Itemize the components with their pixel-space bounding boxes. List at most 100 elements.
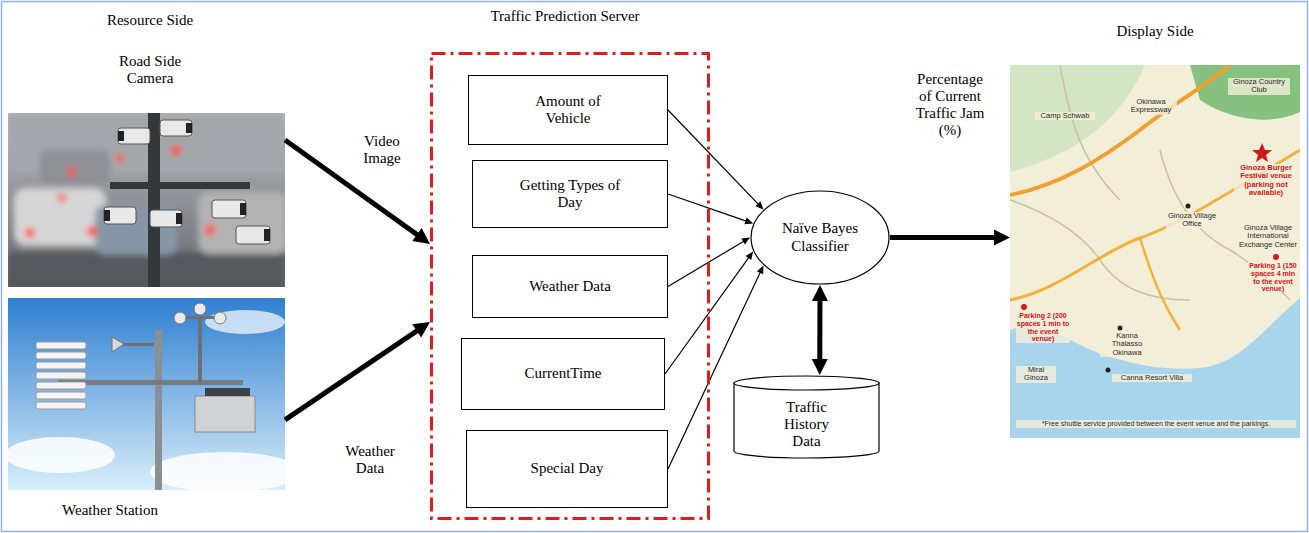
camera-photo-part (176, 213, 182, 224)
connector-label: Weather Data (332, 443, 408, 478)
weather-station-node: Weather Station (8, 298, 285, 490)
camera-photo-part (212, 200, 246, 218)
camera-photo-part (160, 120, 192, 136)
map-label: Mirai Ginoza (1016, 366, 1056, 383)
area-map-part (1021, 304, 1027, 310)
dashed-group-border (432, 54, 709, 519)
camera-photo (8, 113, 285, 287)
section-heading: Weather Station (50, 502, 170, 519)
classifier-ellipse: Naïve Bayes Classifier (750, 190, 890, 285)
section-heading: Display Side (1095, 23, 1215, 40)
weather-station-photo-part (36, 392, 86, 399)
map-label: Ginoza Village Office (1166, 212, 1218, 229)
weather-station-photo-part (155, 330, 162, 490)
process-box: Weather Data (472, 255, 668, 318)
process-box: Amount of Vehicle (468, 75, 668, 145)
weather-station-photo-part (112, 337, 124, 352)
camera-photo-part (104, 207, 136, 224)
cylinder-body (734, 383, 879, 458)
database-cylinder: Traffic History Data (733, 375, 880, 460)
node-text: Naïve Bayes Classifier (774, 220, 866, 255)
camera-photo-part-part (25, 228, 35, 238)
node-text: Amount of Vehicle (512, 93, 624, 128)
arrowhead (994, 230, 1010, 246)
camera-photo-part (240, 203, 246, 215)
camera-photo-part (236, 226, 270, 244)
camera-photo-part-part (40, 150, 110, 186)
section-heading: Traffic Prediction Server (475, 8, 655, 25)
camera-photo-part-part (14, 188, 106, 246)
camera-node: Road Side Camera (8, 113, 285, 287)
node-text: Special Day (531, 460, 604, 477)
connector-line (665, 257, 749, 374)
arrowhead (744, 218, 753, 225)
node-text: Traffic History Data (771, 399, 843, 451)
area-map-part (1273, 254, 1279, 260)
thick-arrow (812, 285, 828, 375)
node-text: Getting Types of Day (514, 177, 626, 212)
camera-photo-part (110, 182, 250, 189)
area-map-part (1252, 143, 1272, 162)
map-label: Ginoza Country Club (1228, 78, 1290, 95)
process-box: CurrentTime (461, 338, 665, 410)
weather-station-photo-part (36, 362, 86, 369)
camera-photo-part (118, 131, 124, 141)
cylinder-cap (734, 376, 879, 390)
thin-arrow (668, 110, 763, 210)
map-label: Parking 1 (150 spaces 4 min to the event… (1248, 262, 1298, 293)
map-label: Kanna Thalasso Okinawa (1100, 332, 1154, 357)
weather-station-photo-part (8, 437, 115, 473)
process-box: Special Day (466, 430, 668, 508)
area-map-part (1010, 65, 1145, 172)
arrowhead (746, 252, 754, 261)
server-group: Traffic Prediction ServerAmount of Vehic… (430, 52, 710, 520)
node-text: CurrentTime (525, 365, 602, 382)
map-label: Okinawa Expressway (1125, 98, 1177, 115)
camera-photo-part-part (116, 154, 124, 162)
area-map-part (1140, 238, 1180, 330)
area-map-part (1186, 204, 1191, 209)
ellipse-outline (751, 191, 889, 284)
map-label: Ginoza Village International Exchange Ce… (1238, 224, 1298, 249)
arrowhead (812, 285, 828, 301)
map-label: Camp Schwab (1035, 112, 1095, 120)
area-map-part (1010, 65, 1230, 195)
map-label: Parking 2 (200 spaces 1 min to the event… (1016, 312, 1070, 343)
camera-photo-part-part (68, 168, 76, 176)
camera-photo-part (264, 229, 270, 241)
area-map-part (1010, 298, 1300, 438)
area-map-part (1118, 326, 1123, 331)
area-map-part (1106, 368, 1111, 373)
camera-photo-part-part (171, 145, 181, 155)
camera-photo-part-part (198, 192, 285, 254)
weather-station-photo-part (195, 396, 255, 432)
connector-label: Video Image (342, 133, 422, 168)
connector-line (817, 299, 822, 360)
area-map (1010, 65, 1300, 438)
arrowhead (757, 266, 764, 275)
arrowhead (412, 228, 430, 244)
connector-label: Percentage of Current Traffic Jam (%) (907, 71, 993, 140)
connector-line (890, 235, 996, 240)
process-box: Getting Types of Day (472, 160, 668, 228)
section-heading: Road Side Camera (105, 53, 195, 88)
camera-photo-part-part (205, 225, 215, 235)
weather-station-photo-part (150, 452, 285, 490)
area-map-part (1190, 65, 1300, 120)
weather-station-photo-part (174, 312, 186, 324)
arrowhead (741, 238, 750, 245)
connector-line (668, 110, 758, 204)
area-map-part (1010, 65, 1300, 438)
camera-photo-part-part (87, 226, 97, 236)
weather-station-photo-part (36, 342, 86, 349)
camera-photo-part-part (8, 252, 285, 287)
area-map-part (1010, 200, 1190, 300)
thick-arrow (285, 322, 430, 420)
weather-station-photo-part (36, 382, 86, 389)
weather-station-photo-part (36, 352, 86, 359)
area-map-part (1010, 150, 1300, 300)
camera-photo-part-part (58, 194, 66, 202)
weather-station-photo-part (214, 312, 226, 324)
camera-photo-part (118, 128, 150, 144)
